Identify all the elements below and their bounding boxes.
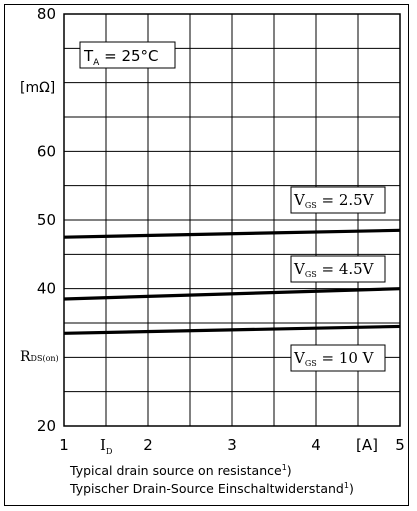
condition-label: TA = 25°C bbox=[79, 41, 176, 69]
plot-border bbox=[63, 13, 401, 427]
x-tick-label: 3 bbox=[227, 436, 237, 454]
x-title-main: I bbox=[100, 436, 106, 454]
series-lines bbox=[63, 228, 401, 335]
x-title-sub: D bbox=[106, 447, 112, 456]
condition-rest: = 25°C bbox=[99, 47, 158, 65]
x-tick-label: 1 bbox=[59, 436, 69, 454]
series-labels: VGS = 2.5V VGS = 4.5V VGS = 10 V bbox=[290, 186, 386, 372]
caption-english: Typical drain source on resistance1) bbox=[70, 463, 292, 479]
x-tick-label: 4 bbox=[311, 436, 321, 454]
y-axis-title: RDS(on) bbox=[20, 349, 59, 365]
svg-text:RDS(on): RDS(on) bbox=[20, 349, 59, 365]
y-tick-label: 20 bbox=[37, 417, 56, 435]
svg-text:TA = 25°C: TA = 25°C bbox=[83, 47, 159, 68]
series-line-0 bbox=[63, 228, 401, 239]
condition-sub: A bbox=[93, 58, 100, 68]
grid bbox=[64, 14, 400, 426]
x-unit-label: [A] bbox=[356, 436, 378, 454]
y-tick-label: 80 bbox=[37, 5, 56, 23]
x-tick-label: 2 bbox=[143, 436, 153, 454]
tick-labels: 20 40 50 60 80 1 2 3 4 5 bbox=[37, 5, 405, 454]
x-axis-title: ID bbox=[100, 436, 112, 456]
series-label-2-5v: VGS = 2.5V bbox=[290, 186, 386, 214]
y-unit-label: [mΩ] bbox=[20, 80, 55, 96]
y-title-main: R bbox=[20, 349, 31, 365]
svg-text:VGS = 2.5V: VGS = 2.5V bbox=[293, 191, 375, 210]
y-tick-label: 60 bbox=[37, 142, 56, 160]
y-tick-label: 40 bbox=[37, 280, 56, 298]
series-line-1 bbox=[63, 287, 401, 301]
chart-frame bbox=[4, 4, 409, 506]
series-label-4-5v: VGS = 4.5V bbox=[290, 255, 386, 283]
y-title-sub: DS(on) bbox=[31, 354, 59, 363]
svg-text:VGS = 10 V: VGS = 10 V bbox=[293, 349, 375, 368]
condition-main: T bbox=[83, 47, 94, 65]
caption-german: Typischer Drain-Source Einschaltwidersta… bbox=[70, 481, 354, 497]
series-label-10v: VGS = 10 V bbox=[290, 344, 386, 372]
svg-text:VGS = 4.5V: VGS = 4.5V bbox=[293, 260, 375, 279]
y-tick-label: 50 bbox=[37, 211, 56, 229]
x-tick-label: 5 bbox=[395, 436, 405, 454]
series-line-2 bbox=[63, 324, 401, 335]
svg-text:ID: ID bbox=[100, 436, 112, 456]
